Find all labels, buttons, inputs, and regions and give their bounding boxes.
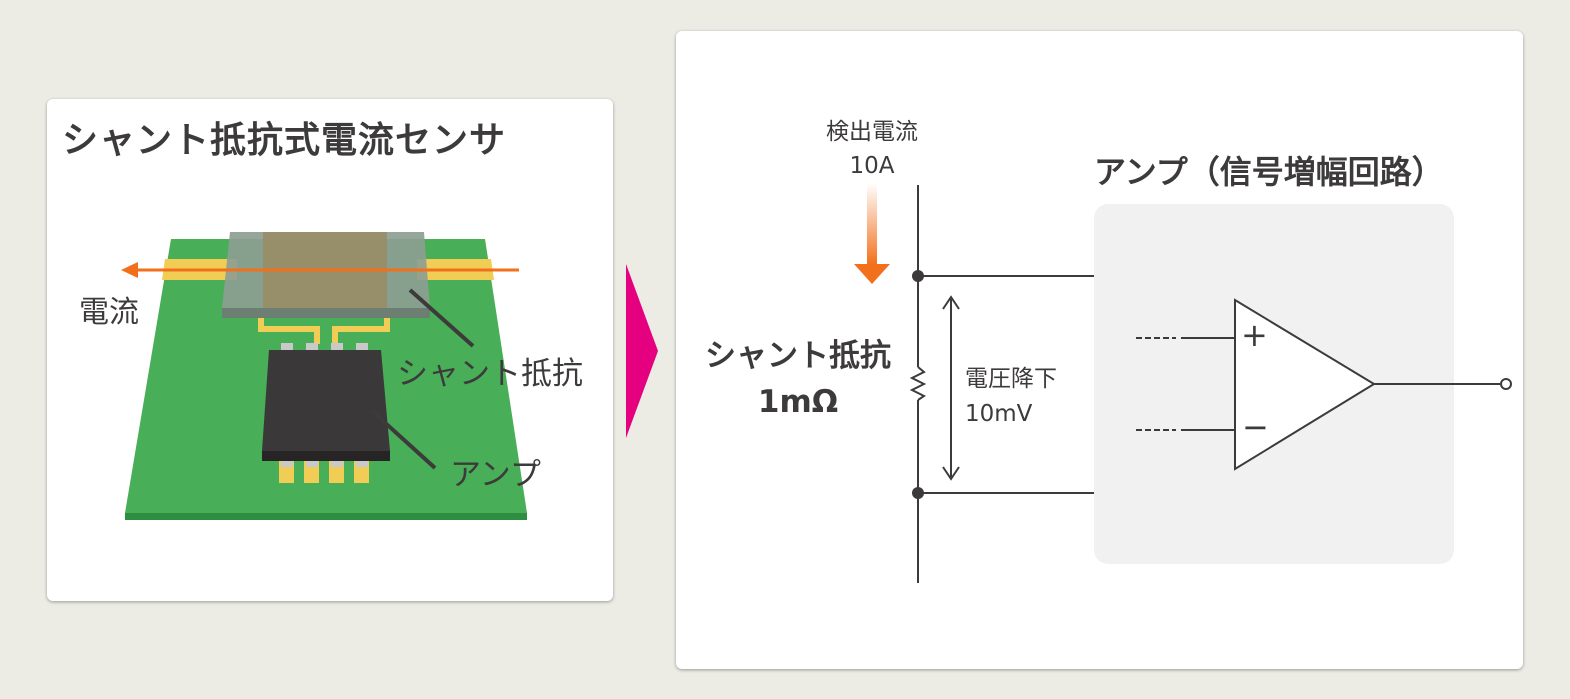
amp-chip-body bbox=[262, 350, 390, 451]
detected-current-arrow-head bbox=[854, 264, 890, 284]
pcb-board-edge bbox=[125, 513, 527, 520]
voltage-drop-arrow-top-head bbox=[942, 295, 960, 310]
detected-current-line1: 検出電流 bbox=[826, 119, 918, 145]
left-panel: シャント抵抗式電流センサ bbox=[47, 99, 613, 601]
shunt-label-line1: シャント抵抗 bbox=[705, 338, 891, 374]
voltage-drop-line1: 電圧降下 bbox=[965, 366, 1057, 392]
pointer-triangle bbox=[626, 264, 658, 438]
op-amp-triangle bbox=[1234, 298, 1376, 471]
detected-current-line2: 10A bbox=[849, 153, 895, 179]
amp-chip-side bbox=[262, 451, 390, 461]
left-panel-title: シャント抵抗式電流センサ bbox=[62, 120, 507, 161]
output-terminal bbox=[1500, 378, 1512, 390]
label-amp: アンプ bbox=[450, 457, 541, 493]
shunt-label-line2: 1mΩ bbox=[757, 384, 839, 420]
voltage-drop-arrow-bottom-head bbox=[942, 466, 960, 481]
chip-bottom-pads bbox=[279, 461, 369, 483]
trace-sense-right bbox=[332, 311, 390, 344]
trace-sense-left bbox=[258, 311, 320, 344]
pcb-illustration bbox=[121, 232, 527, 520]
minus-sign: − bbox=[1242, 408, 1269, 446]
amp-title: アンプ（信号増幅回路） bbox=[1094, 153, 1444, 191]
leader-line-amp bbox=[369, 408, 437, 470]
right-panel: + − 検出電流 10A シャント抵抗 1mΩ 電圧降下 10mV アンプ（信号… bbox=[676, 31, 1523, 669]
detected-current-arrow-shaft bbox=[867, 183, 877, 265]
voltage-drop-label: 電圧降下 10mV bbox=[965, 362, 1057, 432]
shunt-label: シャント抵抗 1mΩ bbox=[700, 333, 896, 425]
label-shunt-resistor: シャント抵抗 bbox=[397, 356, 583, 392]
plus-sign: + bbox=[1241, 316, 1268, 354]
current-arrow-head bbox=[121, 262, 138, 278]
circuit-schematic bbox=[854, 183, 1512, 583]
leader-line-shunt bbox=[408, 288, 475, 348]
detected-current-label: 検出電流 10A bbox=[822, 115, 922, 183]
chip-top-pins bbox=[281, 343, 368, 352]
resistor-symbol bbox=[909, 366, 927, 401]
label-current: 電流 bbox=[79, 295, 139, 330]
shunt-resistor-bottom bbox=[222, 308, 430, 318]
voltage-drop-line2: 10mV bbox=[965, 401, 1033, 427]
